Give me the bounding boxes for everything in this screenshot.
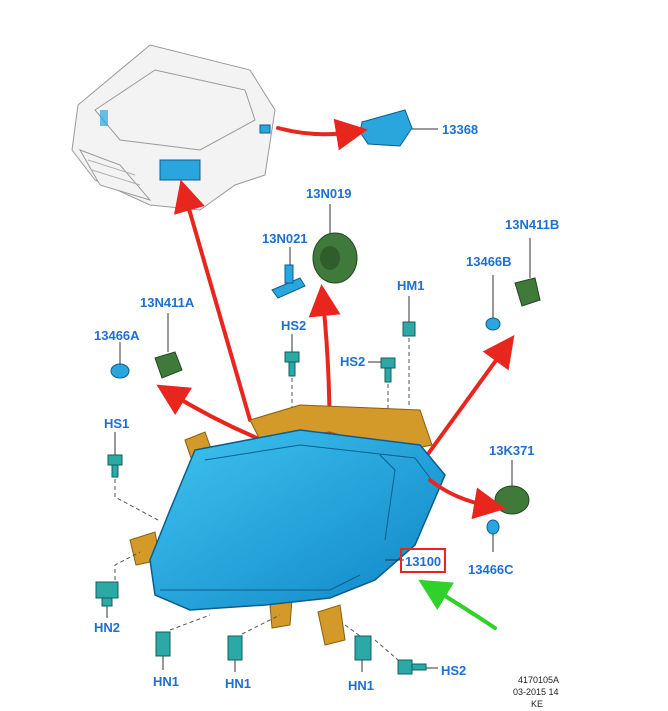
part-number-highlight-box [400,548,446,573]
label-13100: 13100 [405,554,441,569]
side-marker-lamp [359,109,413,147]
bulb-13466C [486,519,500,535]
footer-reference: 4170105A [518,675,559,685]
nut-HM1 [402,321,416,337]
clip-HN1-center [227,635,243,661]
label-HS2-top: HS2 [281,318,306,333]
label-13N019: 13N019 [306,186,352,201]
label-HN1-center: HN1 [225,676,251,691]
clip-HN2 [95,581,119,607]
label-HM1: HM1 [397,278,424,293]
bulb-socket-13N411B [514,277,541,307]
label-13K371: 13K371 [489,443,535,458]
bulb-socket-13N019 [312,232,358,284]
screw-HS2-top [284,351,300,377]
bulb-13466A [110,363,130,379]
label-HS1: HS1 [104,416,129,431]
label-HS2-bottom: HS2 [441,663,466,678]
headlamp-assembly-13100 [149,429,446,611]
label-13N021: 13N021 [262,231,308,246]
arrow-to-13K371 [428,478,506,520]
label-13466C: 13466C [468,562,514,577]
arrow-to-vehicle-headlamp [174,179,252,422]
vehicle-sidelamp-highlight [259,124,271,134]
label-HN1-right: HN1 [348,678,374,693]
screw-HS2-middle [380,357,396,383]
label-13N411B: 13N411B [505,217,559,232]
label-HN2: HN2 [94,620,120,635]
clip-HN1-left [155,631,171,657]
vehicle-fog-highlight [100,110,108,126]
screw-HS2-bottom [397,659,427,675]
arrow-to-side-marker [276,118,368,151]
label-HS2-middle: HS2 [340,354,365,369]
bulb-13N021 [271,264,306,299]
arrow-to-13N411B [418,335,515,467]
footer-code: KE [531,699,543,709]
label-13368: 13368 [442,122,478,137]
label-13466A: 13466A [94,328,140,343]
footer-date: 03-2015 14 [513,687,559,697]
label-13N411A: 13N411A [140,295,195,310]
label-13466B: 13466B [466,254,512,269]
bulb-socket-13K371 [494,485,530,515]
bulb-socket-13N411A [154,351,183,379]
bulb-13466B [485,317,501,331]
label-HN1-left: HN1 [153,674,179,689]
pointer-to-13100 [418,579,497,630]
vehicle-headlamp-highlight [159,159,201,181]
screw-HS1 [107,454,123,478]
vehicle-front-illustration [71,44,276,211]
clip-HN1-right [354,635,372,661]
